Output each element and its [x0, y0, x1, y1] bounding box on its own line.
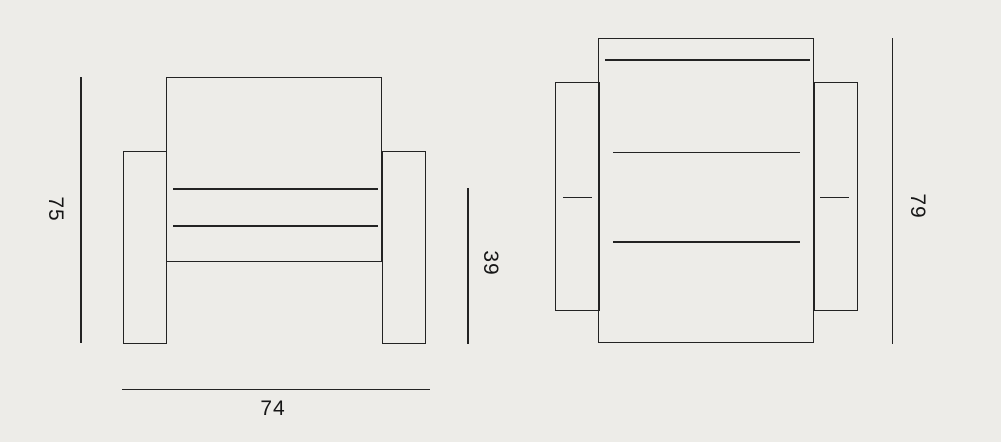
width-dimension-line [121, 388, 430, 391]
top-left-armrest-tick [562, 196, 592, 199]
seat-height-dimension-line [467, 188, 469, 344]
front-slat-line-2 [172, 225, 378, 227]
front-right-armrest-panel [381, 150, 426, 344]
height-dimension-line [80, 77, 82, 343]
top-backrest-line [604, 59, 810, 61]
depth-dimension-label: 79 [906, 193, 929, 219]
top-seat-outline [598, 38, 814, 343]
depth-dimension-line [891, 38, 894, 344]
top-seat-line-1 [612, 151, 800, 154]
top-right-armrest-panel [813, 82, 858, 311]
top-left-armrest-panel [555, 82, 600, 311]
front-left-armrest-panel [122, 150, 167, 344]
front-slat-line-1 [172, 188, 378, 190]
top-right-armrest-tick [819, 196, 849, 199]
width-dimension-label: 74 [260, 397, 286, 420]
top-seat-line-2 [612, 241, 800, 243]
